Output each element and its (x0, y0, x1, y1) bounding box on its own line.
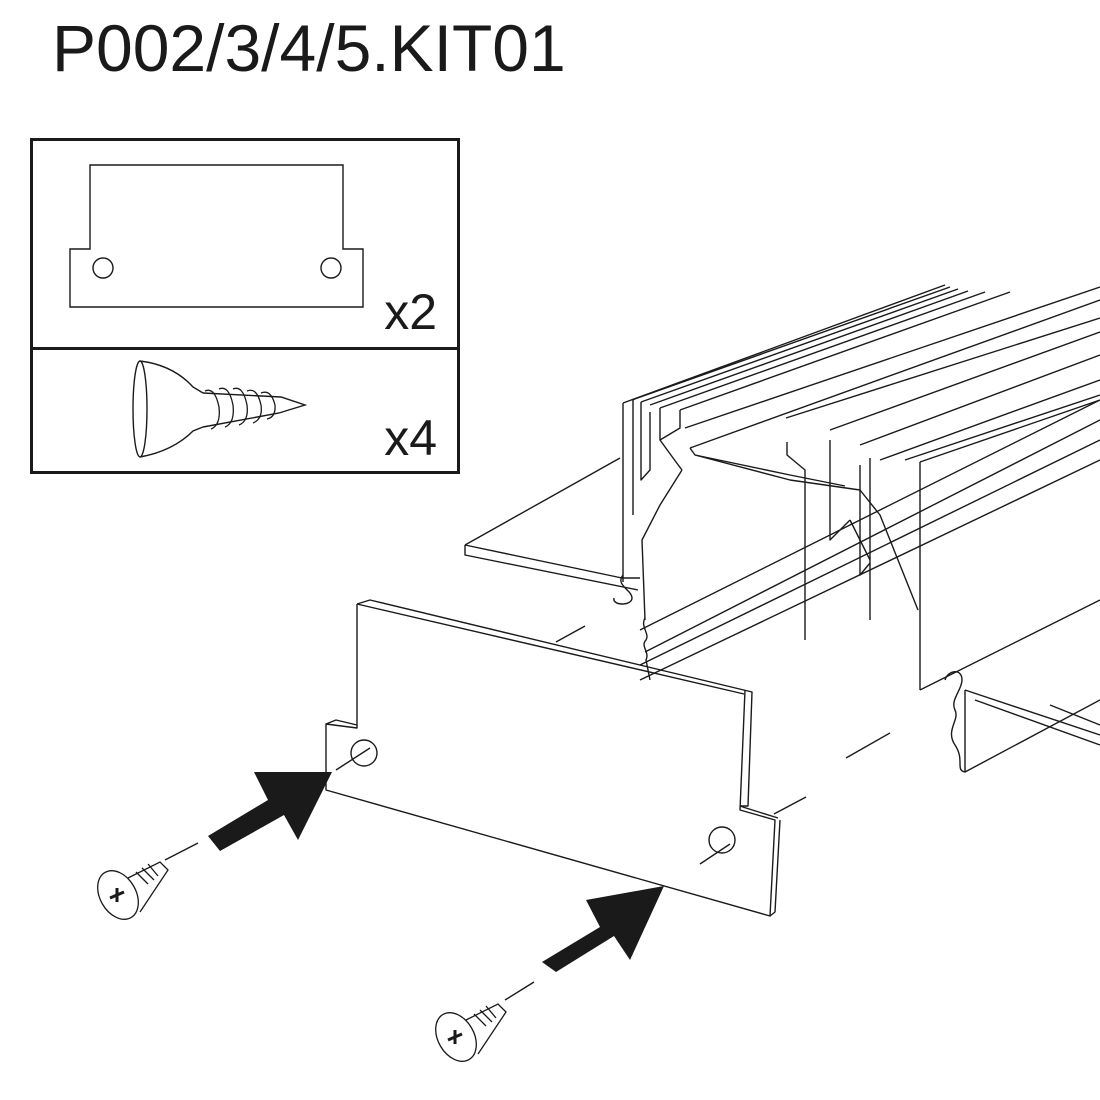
screw-quantity: x4 (384, 410, 437, 466)
end-cap-plate-icon (69, 164, 364, 308)
alignment-lines (555, 625, 891, 815)
parts-row-screw: x4 (33, 347, 457, 471)
upper-screw-icon (97, 861, 169, 920)
lower-screw-arrow-icon (542, 886, 664, 972)
countersunk-screw-icon (132, 360, 308, 458)
parts-list-box: x2 x4 (30, 138, 460, 474)
parts-row-end-cap: x2 (33, 141, 457, 350)
lower-screw-guide (504, 981, 535, 1001)
upper-screw-guide (164, 842, 199, 861)
end-cap-assembly (325, 599, 781, 917)
lower-screw-icon (435, 1003, 507, 1062)
end-cap-quantity: x2 (384, 284, 437, 340)
upper-screw-arrow-icon (208, 772, 332, 851)
kit-title: P002/3/4/5.KIT01 (52, 11, 566, 85)
profile-body (613, 284, 1100, 773)
profile-left-flange (464, 457, 640, 591)
